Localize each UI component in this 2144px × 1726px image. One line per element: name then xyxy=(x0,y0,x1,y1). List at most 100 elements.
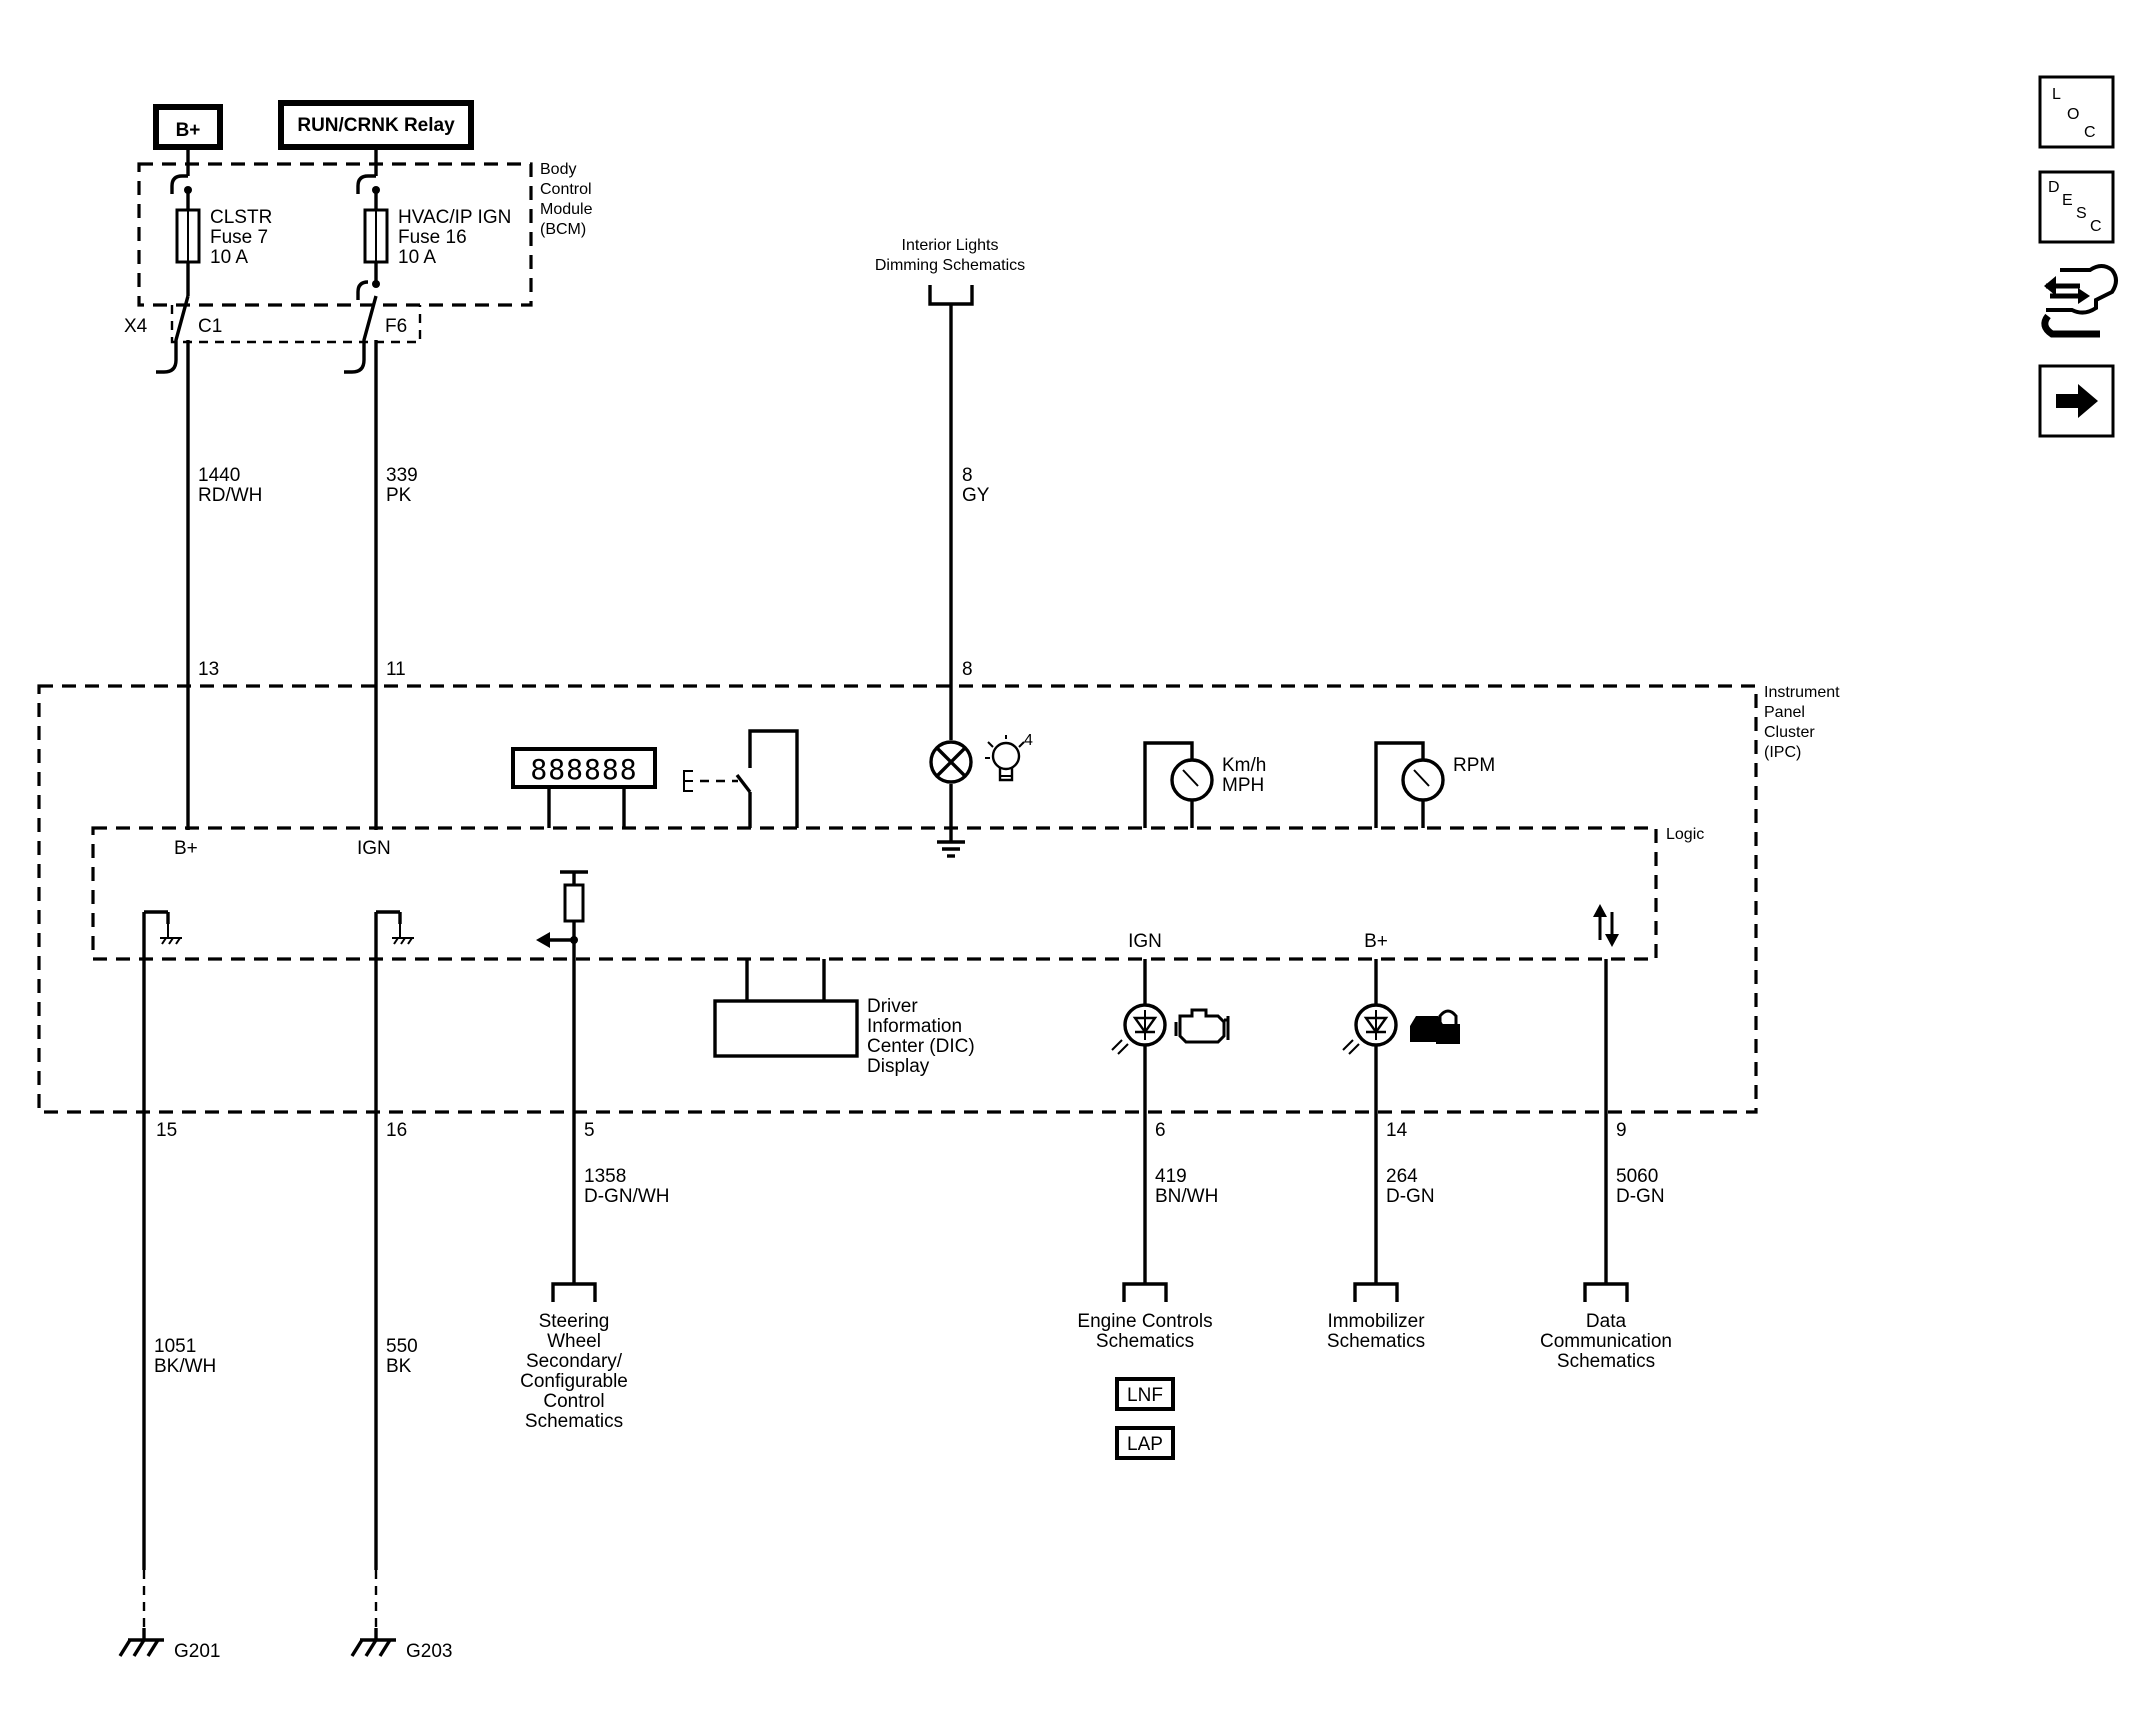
svg-text:(BCM): (BCM) xyxy=(540,221,586,238)
circuit-1440-color: RD/WH xyxy=(198,485,262,506)
circuit-419-number: 419 xyxy=(1155,1166,1187,1187)
dic-label-line2: Information xyxy=(867,1016,962,1037)
wire-1440 xyxy=(156,147,201,830)
dimming-label-line1: Interior Lights xyxy=(902,237,999,254)
pin-9: 9 xyxy=(1616,1120,1627,1141)
switch-symbol xyxy=(683,729,799,828)
dic-label-line1: Driver xyxy=(867,996,918,1017)
svg-text:(IPC): (IPC) xyxy=(1764,744,1801,761)
svg-text:D: D xyxy=(2048,179,2060,196)
tachometer-gauge xyxy=(1374,741,1445,828)
svg-text:Schematics: Schematics xyxy=(1557,1351,1655,1372)
loc-icon[interactable]: L O C xyxy=(2038,75,2115,149)
pin-11: 11 xyxy=(386,659,406,680)
svg-text:Immobilizer: Immobilizer xyxy=(1327,1311,1425,1332)
steering-destination-link[interactable]: Steering Wheel Secondary/ Configurable C… xyxy=(520,1311,628,1432)
circuit-1358-color: D-GN/WH xyxy=(584,1186,669,1207)
svg-text:Steering: Steering xyxy=(539,1311,610,1332)
svg-text:Instrument: Instrument xyxy=(1764,684,1840,701)
connector-info-icon[interactable] xyxy=(2041,264,2118,338)
speedometer-gauge xyxy=(1143,741,1214,828)
circuit-1051-number: 1051 xyxy=(154,1336,196,1357)
svg-text:LNF: LNF xyxy=(1127,1385,1163,1406)
illumination-lamp xyxy=(929,740,973,858)
circuit-419-color: BN/WH xyxy=(1155,1186,1218,1207)
circuit-5060-number: 5060 xyxy=(1616,1166,1658,1187)
bplus-source-label: B+ xyxy=(176,120,201,141)
svg-text:Configurable: Configurable xyxy=(520,1371,628,1392)
steering-ref-connector xyxy=(551,1282,597,1302)
bulb-icon xyxy=(985,735,1025,782)
svg-text:Panel: Panel xyxy=(1764,704,1805,721)
svg-text:Cluster: Cluster xyxy=(1764,724,1815,741)
logic-ign-label: IGN xyxy=(357,838,391,859)
svg-text:Wheel: Wheel xyxy=(547,1331,601,1352)
svg-text:Body: Body xyxy=(540,161,576,178)
steering-wheel-signal xyxy=(536,870,588,1284)
svg-text:C: C xyxy=(2090,218,2102,235)
svg-text:Schematics: Schematics xyxy=(1327,1331,1425,1352)
immobilizer-car-lock-icon xyxy=(1410,1009,1460,1044)
bplus-source: B+ xyxy=(153,104,223,150)
ipc-box xyxy=(37,684,1758,1114)
svg-text:Communication: Communication xyxy=(1540,1331,1672,1352)
dic-display xyxy=(713,959,859,1058)
bcm-label: Body Control Module (BCM) xyxy=(540,161,593,238)
svg-text:Engine Controls: Engine Controls xyxy=(1077,1311,1212,1332)
circuit-550-color: BK xyxy=(386,1356,412,1377)
connector-c1-label: C1 xyxy=(198,316,222,337)
svg-text:L: L xyxy=(2052,86,2061,103)
logic-ground-16 xyxy=(374,910,414,1570)
fuse-16-number: Fuse 16 xyxy=(398,227,467,248)
immobilizer-destination-link[interactable]: Immobilizer Schematics xyxy=(1327,1311,1425,1352)
circuit-8-color: GY xyxy=(962,485,990,506)
immobilizer-indicator-led xyxy=(1342,959,1398,1284)
dic-label-line3: Center (DIC) xyxy=(867,1036,975,1057)
pin-14: 14 xyxy=(1386,1120,1408,1141)
check-engine-icon xyxy=(1174,1008,1230,1044)
pin-15: 15 xyxy=(156,1120,177,1141)
logic-box xyxy=(91,826,1658,961)
ipc-label: Instrument Panel Cluster (IPC) xyxy=(1764,684,1840,761)
wire-339 xyxy=(344,147,389,830)
svg-text:O: O xyxy=(2067,106,2079,123)
wire-8 xyxy=(928,285,974,840)
data-communication-destination-link[interactable]: Data Communication Schematics xyxy=(1540,1311,1672,1372)
ground-g201-symbol xyxy=(118,1628,164,1657)
engine-indicator-led xyxy=(1111,959,1167,1284)
immobilizer-ref-connector xyxy=(1353,1282,1399,1302)
circuit-1358-number: 1358 xyxy=(584,1166,626,1187)
pin-16: 16 xyxy=(386,1120,407,1141)
odometer-digits: 888888 xyxy=(530,753,637,786)
logic-bplus2-label: B+ xyxy=(1364,931,1388,952)
fuse-7-name: CLSTR xyxy=(210,207,272,228)
connector-c1-f6-outline xyxy=(170,305,422,344)
logic-ground-15 xyxy=(142,910,182,1570)
engine-option-lap: LAP xyxy=(1115,1426,1175,1460)
circuit-550-number: 550 xyxy=(386,1336,418,1357)
run-crank-relay-label: RUN/CRNK Relay xyxy=(297,115,455,136)
arrow-right-icon[interactable] xyxy=(2038,364,2115,438)
speedometer-mph: MPH xyxy=(1222,775,1264,796)
fuse-7-number: Fuse 7 xyxy=(210,227,268,248)
engine-controls-destination-link[interactable]: Engine Controls Schematics xyxy=(1077,1311,1212,1352)
connector-x4-label: X4 xyxy=(124,316,148,337)
dic-label-line4: Display xyxy=(867,1056,930,1077)
circuit-264-number: 264 xyxy=(1386,1166,1418,1187)
bcm-box xyxy=(137,162,533,307)
dimming-label-line2: Dimming Schematics xyxy=(875,257,1025,274)
circuit-339-color: PK xyxy=(386,485,412,506)
logic-label: Logic xyxy=(1666,826,1704,843)
fuse-7-amps: 10 A xyxy=(210,247,248,268)
pin-6: 6 xyxy=(1155,1120,1166,1141)
fuse-16-amps: 10 A xyxy=(398,247,436,268)
engine-ref-connector xyxy=(1122,1282,1168,1302)
svg-text:Secondary/: Secondary/ xyxy=(526,1351,623,1372)
svg-text:S: S xyxy=(2076,205,2087,222)
desc-icon[interactable]: D E S C xyxy=(2038,170,2115,244)
circuit-1440-number: 1440 xyxy=(198,465,240,486)
svg-text:LAP: LAP xyxy=(1127,1434,1163,1455)
svg-text:Control: Control xyxy=(543,1391,604,1412)
svg-text:Module: Module xyxy=(540,201,593,218)
